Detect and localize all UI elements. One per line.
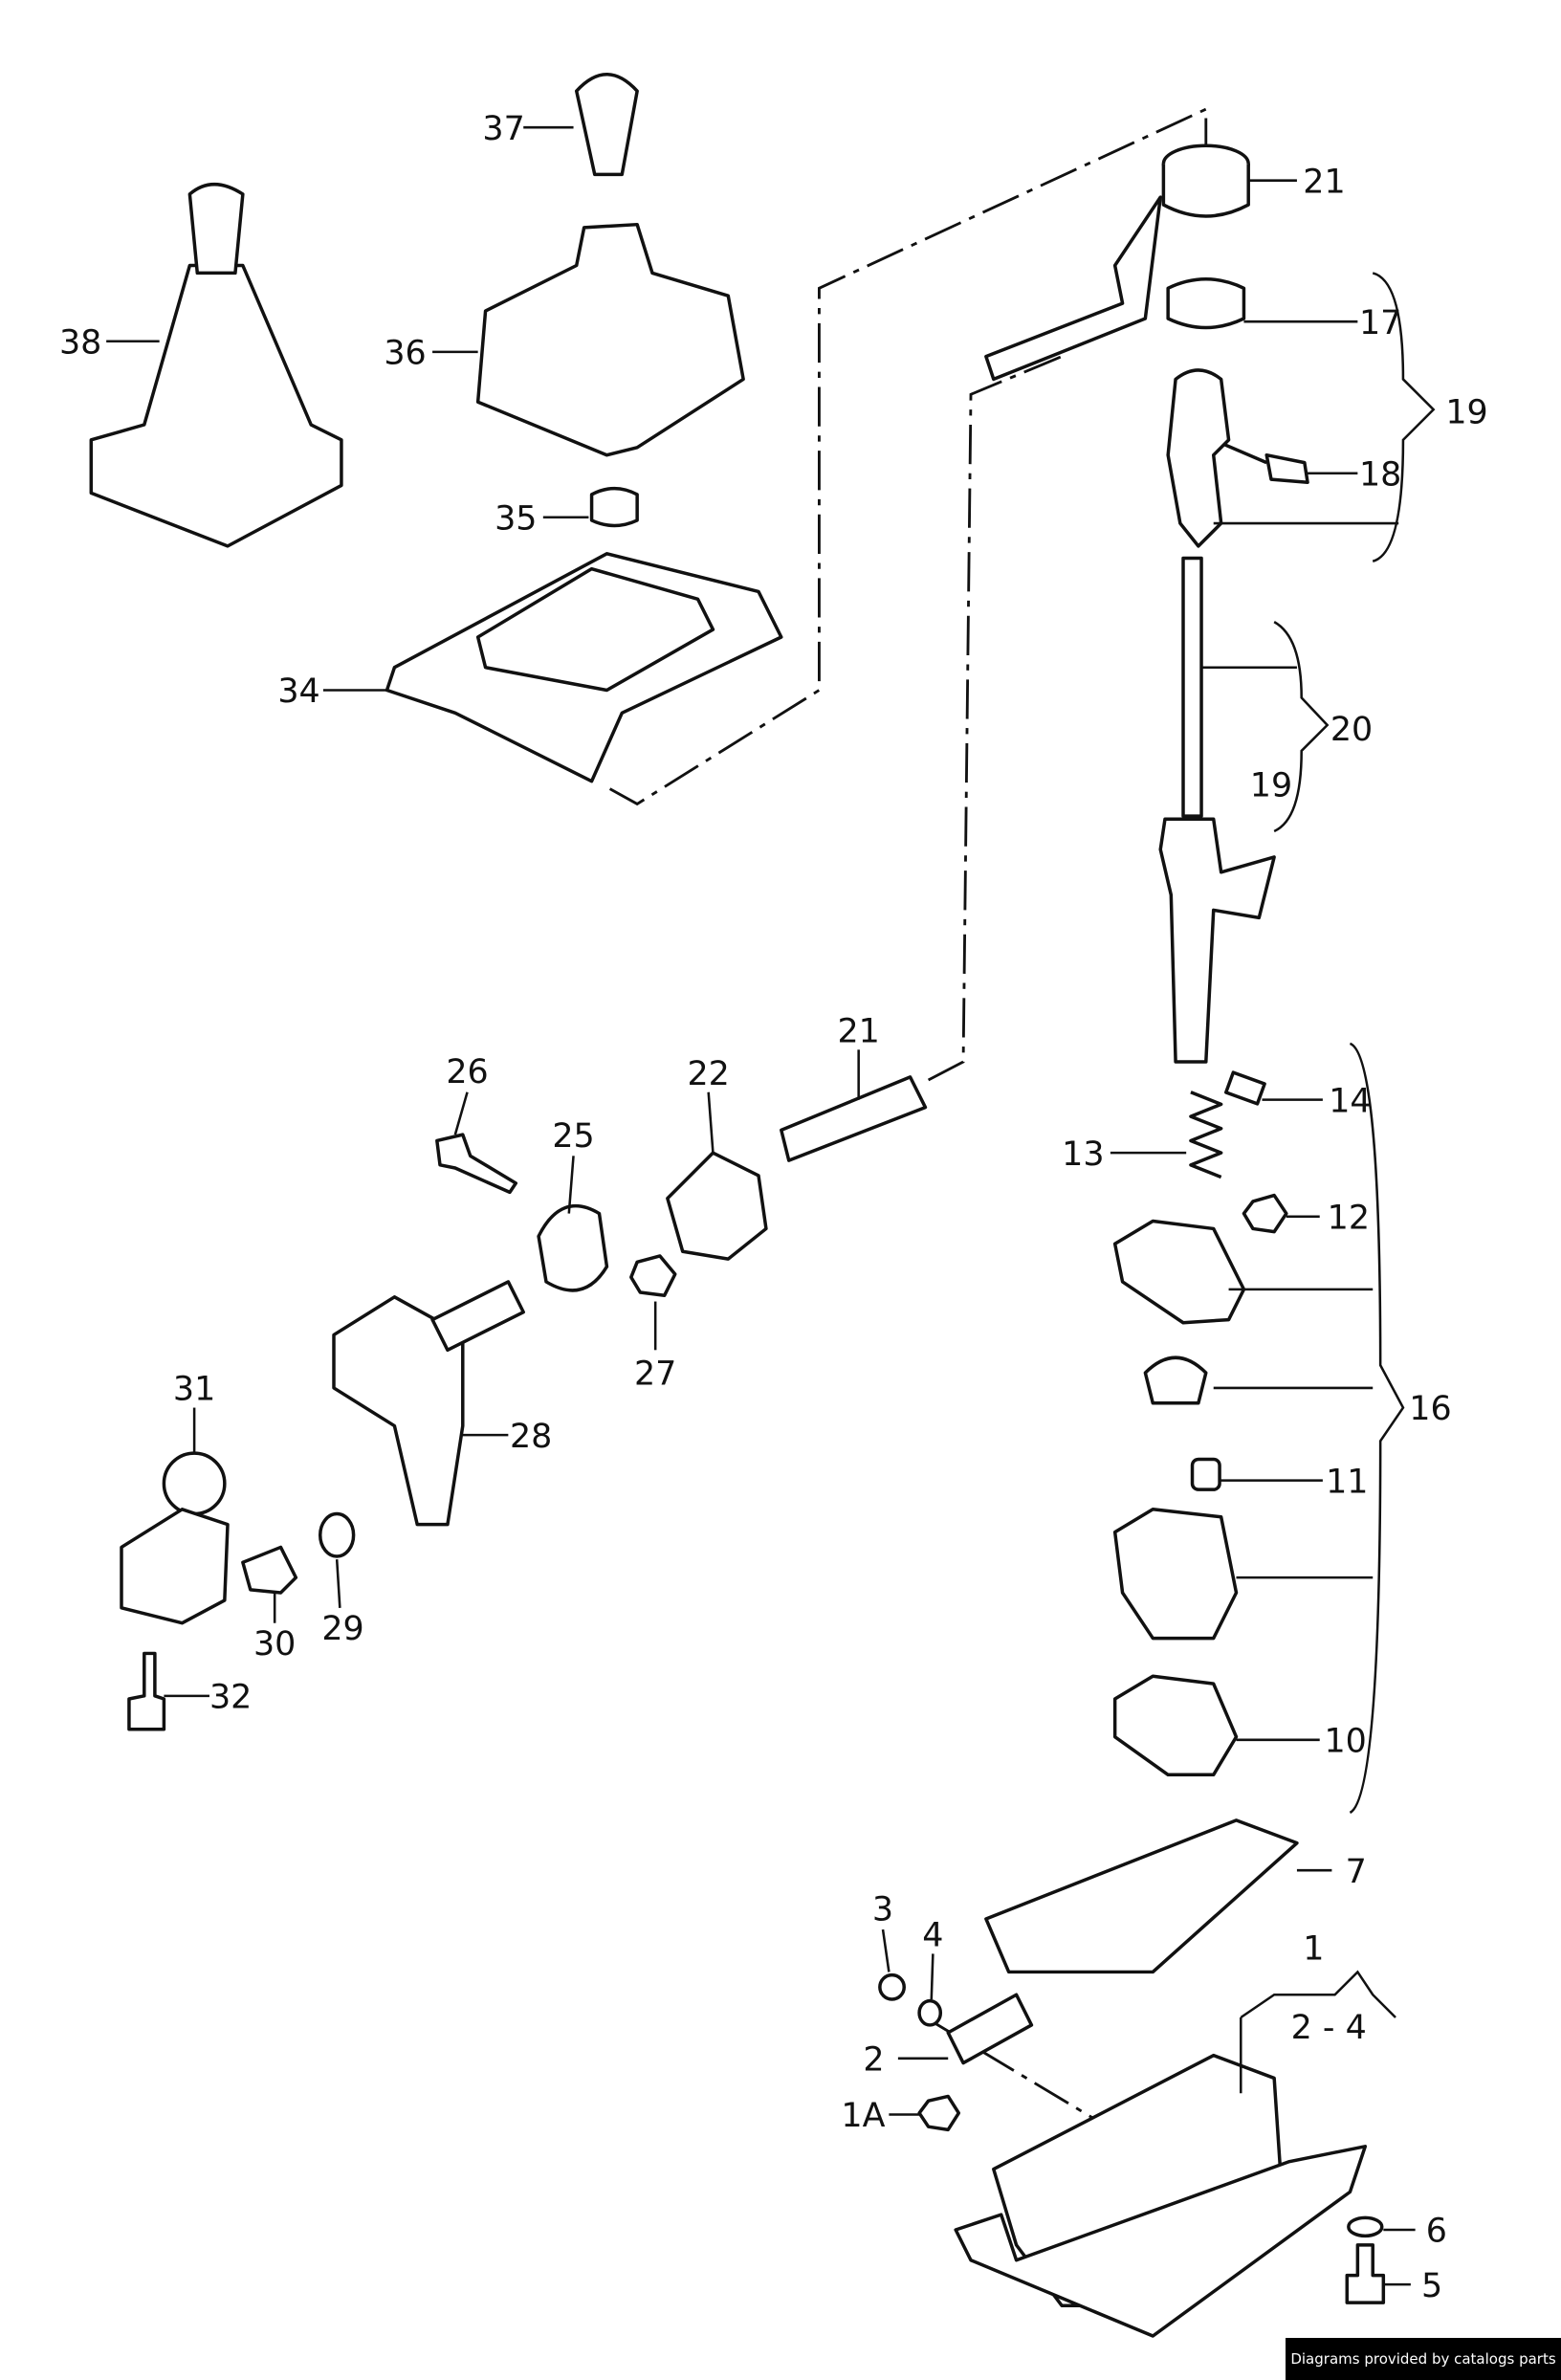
part-label-6[interactable]: 6 xyxy=(1426,2213,1447,2251)
part-label-21[interactable]: 21 xyxy=(1303,163,1345,201)
part-16-lower-housing[interactable] xyxy=(1112,1508,1239,1641)
part-30-bushing[interactable] xyxy=(241,1545,298,1595)
part-35-ring[interactable] xyxy=(589,486,639,528)
part-34-console-opening xyxy=(475,566,715,693)
part-label-37[interactable]: 37 xyxy=(482,110,524,148)
part-label-20[interactable]: 20 xyxy=(1330,711,1373,749)
part-label-12[interactable]: 12 xyxy=(1328,1199,1370,1237)
part-label-19[interactable]: 19 xyxy=(1250,767,1292,805)
part-21-shift-lever[interactable] xyxy=(984,143,1250,382)
part-label-35[interactable]: 35 xyxy=(495,499,537,538)
part-19-lever-pivot[interactable] xyxy=(1166,368,1231,548)
part-21-shift-rod-lower[interactable] xyxy=(780,1075,928,1162)
part-label-4[interactable]: 4 xyxy=(922,1916,943,1954)
part-label-11[interactable]: 11 xyxy=(1326,1463,1368,1501)
part-label-21[interactable]: 21 xyxy=(837,1012,879,1050)
assembly-line-upper xyxy=(608,106,1208,806)
part-label-1[interactable]: 1 xyxy=(1303,1930,1324,1969)
part-label-7[interactable]: 7 xyxy=(1346,1853,1367,1891)
part-label-32[interactable]: 32 xyxy=(209,1679,252,1717)
part-label-34[interactable]: 34 xyxy=(277,672,319,711)
part-13-spring[interactable] xyxy=(1189,1091,1223,1179)
part-2-bracket[interactable] xyxy=(946,1993,1034,2065)
part-label-29[interactable]: 29 xyxy=(321,1610,363,1648)
leader-lines xyxy=(106,125,1436,2286)
part-label-27[interactable]: 27 xyxy=(634,1355,676,1394)
part-label-10[interactable]: 10 xyxy=(1324,1723,1366,1761)
part-label-2[interactable]: 2 xyxy=(863,2041,884,2080)
part-25-clamp[interactable] xyxy=(537,1203,609,1292)
part-label-1A[interactable]: 1A xyxy=(841,2097,885,2135)
part-37-shift-knob[interactable] xyxy=(574,72,639,177)
part-label-31[interactable]: 31 xyxy=(173,1371,215,1409)
part-label-25[interactable]: 25 xyxy=(552,1117,594,1156)
part-label-36[interactable]: 36 xyxy=(384,335,426,373)
part-29-washer[interactable] xyxy=(318,1511,356,1558)
part-16-guide-housing[interactable] xyxy=(1112,1219,1246,1325)
part-11-bushing[interactable] xyxy=(1190,1457,1221,1491)
part-label-22[interactable]: 22 xyxy=(687,1055,729,1093)
part-1-base-plate xyxy=(954,2145,1368,2338)
part-label-19[interactable]: 19 xyxy=(1445,393,1487,431)
part-label-18[interactable]: 18 xyxy=(1359,455,1401,494)
part-label-14[interactable]: 14 xyxy=(1329,1082,1371,1120)
part-10-plate[interactable] xyxy=(1112,1674,1239,1777)
part-label-26[interactable]: 26 xyxy=(446,1053,488,1091)
part-18-bolt[interactable] xyxy=(1213,438,1309,485)
part-28-shaft[interactable] xyxy=(430,1280,525,1353)
part-31-ball-joint[interactable] xyxy=(120,1451,230,1625)
part-27-nut[interactable] xyxy=(629,1254,677,1297)
part-label-28[interactable]: 28 xyxy=(510,1418,552,1456)
part-label-38[interactable]: 38 xyxy=(59,323,101,362)
part-label-5[interactable]: 5 xyxy=(1421,2267,1442,2305)
part-12-nut[interactable] xyxy=(1242,1193,1288,1234)
part-38-shift-boot[interactable] xyxy=(89,183,343,548)
part-22-rubber-boot[interactable] xyxy=(666,1151,768,1261)
footer-credit: Diagrams provided by catalogs parts xyxy=(1286,2338,1561,2380)
part-16-ball-cup[interactable] xyxy=(1143,1355,1208,1405)
part-7-gasket[interactable] xyxy=(984,1818,1299,1974)
part-4-washer[interactable] xyxy=(917,1998,943,2027)
part-17-bushing[interactable] xyxy=(1166,277,1246,330)
part-26-bolt[interactable] xyxy=(435,1133,518,1195)
part-5-bolt[interactable] xyxy=(1345,2243,1386,2304)
assembly-line-lower xyxy=(927,355,1063,1082)
part-label-17[interactable]: 17 xyxy=(1359,304,1401,342)
part-label-16[interactable]: 16 xyxy=(1409,1390,1451,1428)
part-label-2-4[interactable]: 2 - 4 xyxy=(1291,2009,1367,2047)
part-3-screw[interactable] xyxy=(878,1972,906,2001)
part-32-screw[interactable] xyxy=(127,1651,166,1731)
part-label-13[interactable]: 13 xyxy=(1062,1135,1104,1174)
part-label-30[interactable]: 30 xyxy=(253,1625,296,1664)
part-20-shift-rod[interactable] xyxy=(1158,556,1276,1064)
part-1a-nut[interactable] xyxy=(917,2094,961,2132)
part-36-shift-boot[interactable] xyxy=(475,222,745,457)
part-14-pin[interactable] xyxy=(1223,1070,1266,1106)
part-28-bracket[interactable] xyxy=(332,1295,465,1527)
part-6-washer[interactable] xyxy=(1347,2215,1384,2238)
part-label-3[interactable]: 3 xyxy=(872,1891,893,1929)
